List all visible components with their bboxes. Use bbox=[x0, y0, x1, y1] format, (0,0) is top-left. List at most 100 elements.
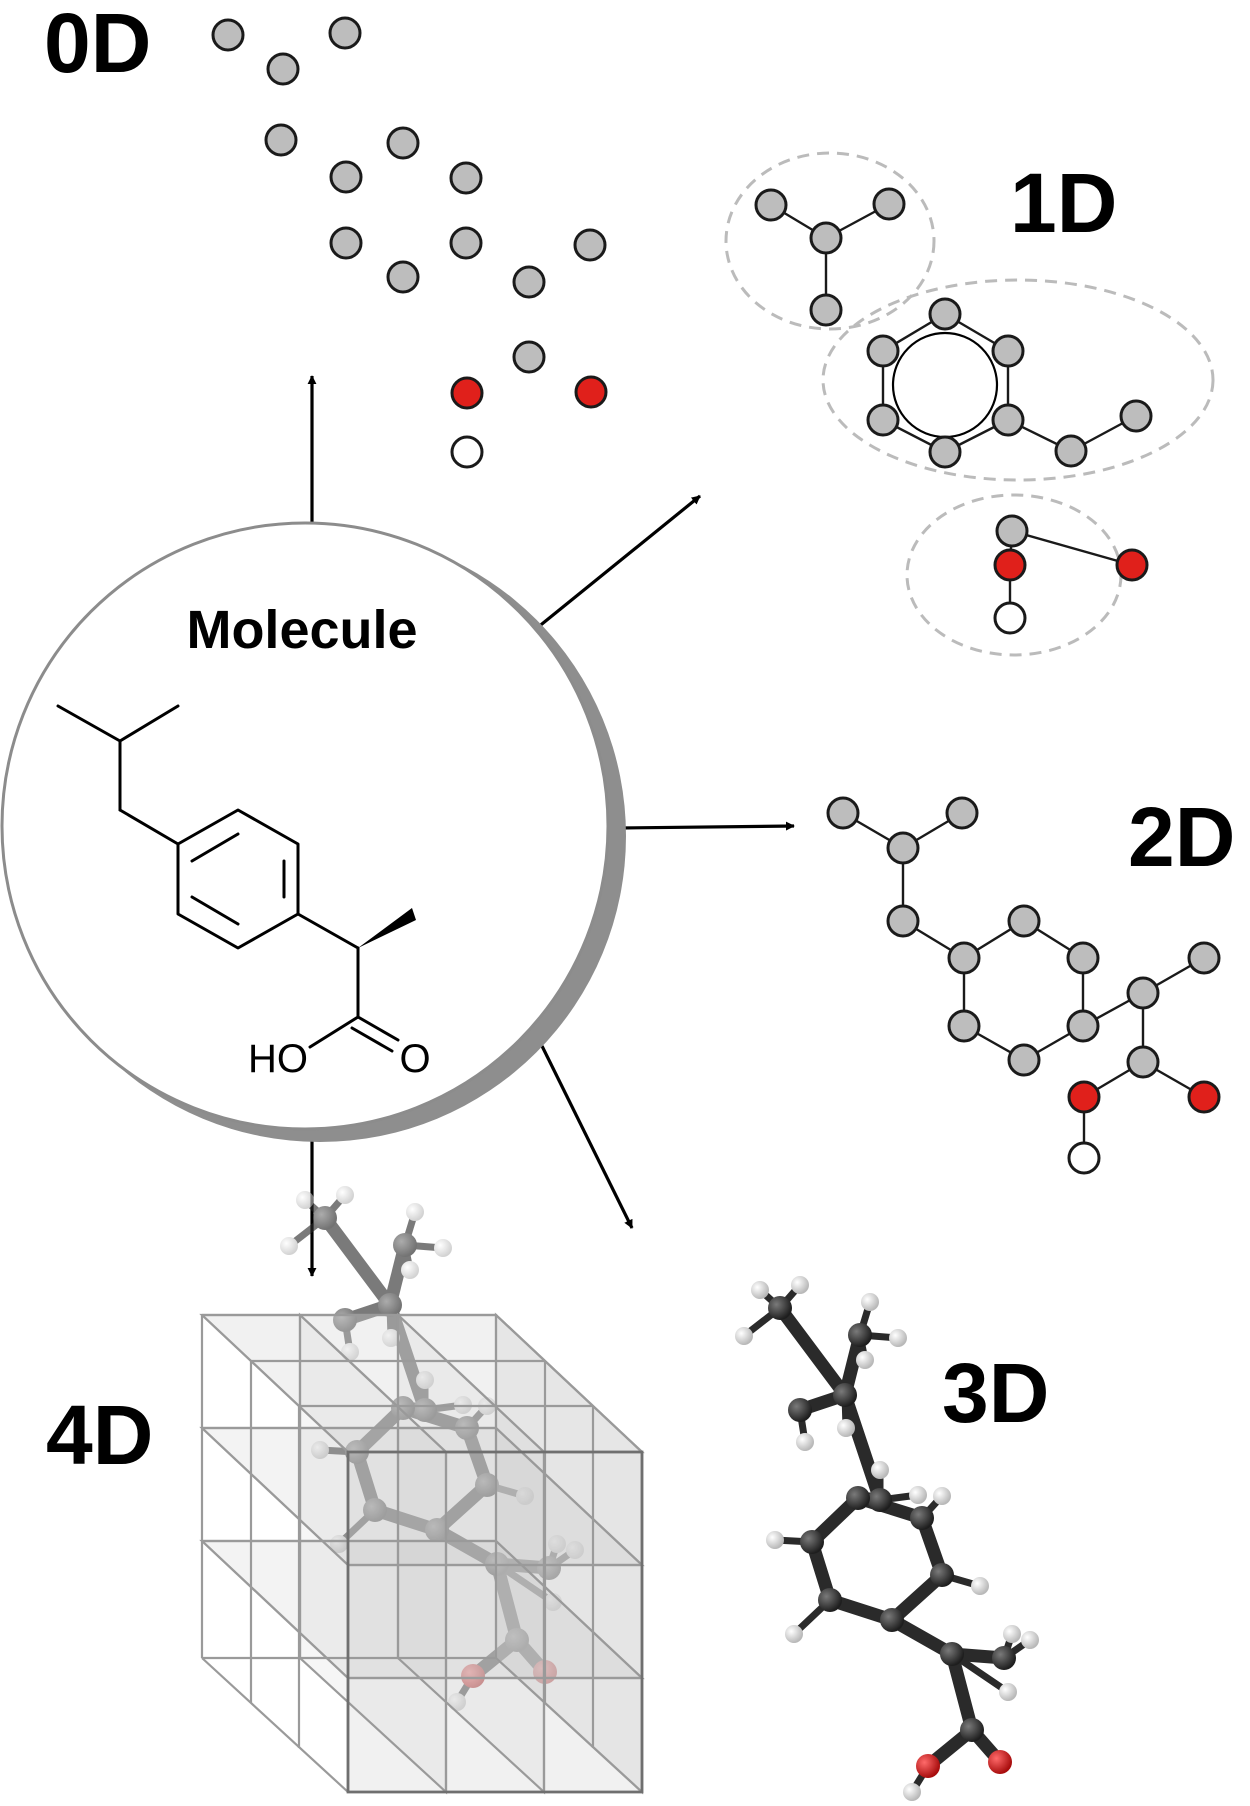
model-atom-icon-oxygen bbox=[461, 1664, 485, 1688]
model-atom-icon-carbon bbox=[800, 1530, 824, 1554]
graph-atom-icon-carbon bbox=[1066, 941, 1100, 975]
model-atom-icon-hydrogen bbox=[871, 1461, 889, 1479]
arrow-icon-to-3d bbox=[540, 1045, 634, 1229]
fragment-atom-icon-carbon bbox=[991, 403, 1025, 437]
model-bond bbox=[490, 1557, 524, 1647]
fragment-atom-icon-carbon bbox=[928, 297, 962, 331]
fragment-atom-icon-hydrogen bbox=[993, 601, 1027, 635]
fragment-atom-icon-carbon bbox=[928, 435, 962, 469]
graph-atom-icon-carbon bbox=[1126, 976, 1160, 1010]
model-atom-icon-carbon bbox=[960, 1718, 984, 1742]
model-atom-icon-carbon bbox=[818, 1588, 842, 1612]
free-atom-icon-oxygen bbox=[450, 376, 484, 410]
graph-atom-icon-carbon bbox=[947, 941, 981, 975]
model-atom-icon-hydrogen bbox=[971, 1577, 989, 1595]
model-atom-icon-carbon bbox=[505, 1628, 529, 1652]
free-atom-icon-oxygen bbox=[574, 375, 608, 409]
graph-atom-icon-carbon bbox=[1007, 1043, 1041, 1077]
free-atom-icon-carbon bbox=[386, 126, 420, 160]
free-atom-icon-carbon bbox=[328, 16, 362, 50]
model-atom-icon-hydrogen bbox=[516, 1487, 534, 1505]
model-bond bbox=[773, 1301, 852, 1402]
label-0d: 0D bbox=[44, 0, 151, 90]
model-atom-icon-hydrogen bbox=[296, 1191, 314, 1209]
fragment-graphs-1d bbox=[754, 187, 1153, 635]
model-atom-icon-hydrogen bbox=[861, 1293, 879, 1311]
model-atom-icon-hydrogen bbox=[909, 1486, 927, 1504]
model-atom-icon-hydrogen bbox=[406, 1203, 424, 1221]
model-atom-icon-hydrogen bbox=[382, 1329, 400, 1347]
graph-atom-icon-carbon bbox=[1187, 941, 1221, 975]
model-atom-icon-hydrogen bbox=[766, 1531, 784, 1549]
free-atom-icon-carbon bbox=[264, 123, 298, 157]
fragment-atom-icon-carbon bbox=[754, 188, 788, 222]
model-atom-icon-carbon bbox=[425, 1518, 449, 1542]
model-atom-icon-hydrogen bbox=[933, 1487, 951, 1505]
fragment-atom-icon-carbon bbox=[866, 403, 900, 437]
benzene-inner-ring bbox=[891, 331, 999, 439]
graph-atom-icon-oxygen bbox=[1067, 1080, 1101, 1114]
model-atom-icon-hydrogen bbox=[548, 1535, 566, 1553]
molecule-title: Molecule bbox=[186, 600, 417, 660]
model-atom-icon-hydrogen bbox=[330, 1535, 348, 1553]
model-atom-icon-carbon bbox=[868, 1488, 892, 1512]
fragment-outline-isopropyl bbox=[724, 151, 936, 331]
graph-atom-icon-carbon bbox=[947, 1009, 981, 1043]
model-atom-icon-carbon bbox=[413, 1398, 437, 1422]
model-atom-icon-carbon bbox=[992, 1646, 1016, 1670]
model-atom-icon-carbon bbox=[848, 1323, 872, 1347]
label-3d: 3D bbox=[942, 1346, 1049, 1440]
free-atom-icon-carbon bbox=[329, 160, 363, 194]
model-atom-icon-carbon bbox=[930, 1563, 954, 1587]
model-atom-icon-carbon bbox=[378, 1293, 402, 1317]
graph-atom-icon-carbon bbox=[886, 831, 920, 865]
graph-atom-icon-carbon bbox=[945, 796, 979, 830]
label-2d: 2D bbox=[1128, 790, 1235, 884]
fragment-atom-icon-carbon bbox=[809, 221, 843, 255]
model-atom-icon-carbon bbox=[940, 1642, 964, 1666]
arrow-icon-to-1d bbox=[535, 494, 702, 630]
model-atom-icon-hydrogen bbox=[889, 1329, 907, 1347]
graph-atom-icon-carbon bbox=[1007, 904, 1041, 938]
model-atom-icon-hydrogen bbox=[434, 1239, 452, 1257]
free-atom-icon-carbon bbox=[512, 340, 546, 374]
model-atom-icon-hydrogen bbox=[856, 1351, 874, 1369]
model-atom-icon-hydrogen bbox=[566, 1541, 584, 1559]
graph-atom-icon-carbon bbox=[1066, 1009, 1100, 1043]
fragment-atom-icon-carbon bbox=[1054, 434, 1088, 468]
carbonyl-oxygen-label: O bbox=[399, 1037, 430, 1081]
model-atom-icon-carbon bbox=[393, 1233, 417, 1257]
model-atom-icon-hydrogen bbox=[1021, 1631, 1039, 1649]
model-atom-icon-hydrogen bbox=[735, 1327, 753, 1345]
model-atom-icon-carbon bbox=[880, 1608, 904, 1632]
fragment-atom-icon-carbon bbox=[866, 334, 900, 368]
model-atom-icon-carbon bbox=[910, 1506, 934, 1530]
fragment-atom-icon-carbon bbox=[809, 293, 843, 327]
fragment-atom-icon-carbon bbox=[995, 514, 1029, 548]
free-atom-icon-carbon bbox=[512, 265, 546, 299]
model-atom-icon-carbon bbox=[768, 1296, 792, 1320]
model-atom-icon-hydrogen bbox=[751, 1281, 769, 1299]
free-atom-icon-carbon bbox=[573, 228, 607, 262]
model-bond bbox=[383, 1298, 432, 1417]
graph-atom-icon-oxygen bbox=[1187, 1080, 1221, 1114]
free-atom-icon-carbon bbox=[449, 161, 483, 195]
model-atom-icon-hydrogen bbox=[791, 1276, 809, 1294]
model-bond bbox=[945, 1647, 979, 1737]
skeletal-formula bbox=[56, 704, 400, 1053]
ball-and-stick-model-icon bbox=[735, 1276, 1039, 1801]
model-atom-icon-oxygen bbox=[916, 1754, 940, 1778]
model-atom-icon-hydrogen bbox=[401, 1261, 419, 1279]
model-bond bbox=[318, 1211, 397, 1312]
atom-set-0d bbox=[211, 16, 608, 469]
free-atom-icon-carbon bbox=[266, 52, 300, 86]
model-atom-icon-hydrogen bbox=[837, 1419, 855, 1437]
wedge-bond bbox=[358, 908, 416, 948]
label-4d: 4D bbox=[46, 1388, 153, 1482]
fragment-atom-icon-carbon bbox=[872, 187, 906, 221]
fragment-atom-icon-carbon bbox=[1119, 399, 1153, 433]
molecule-circle: Molecule HO O bbox=[0, 521, 626, 1142]
free-atom-icon-carbon bbox=[211, 18, 245, 52]
model-atom-icon-carbon bbox=[846, 1486, 870, 1510]
